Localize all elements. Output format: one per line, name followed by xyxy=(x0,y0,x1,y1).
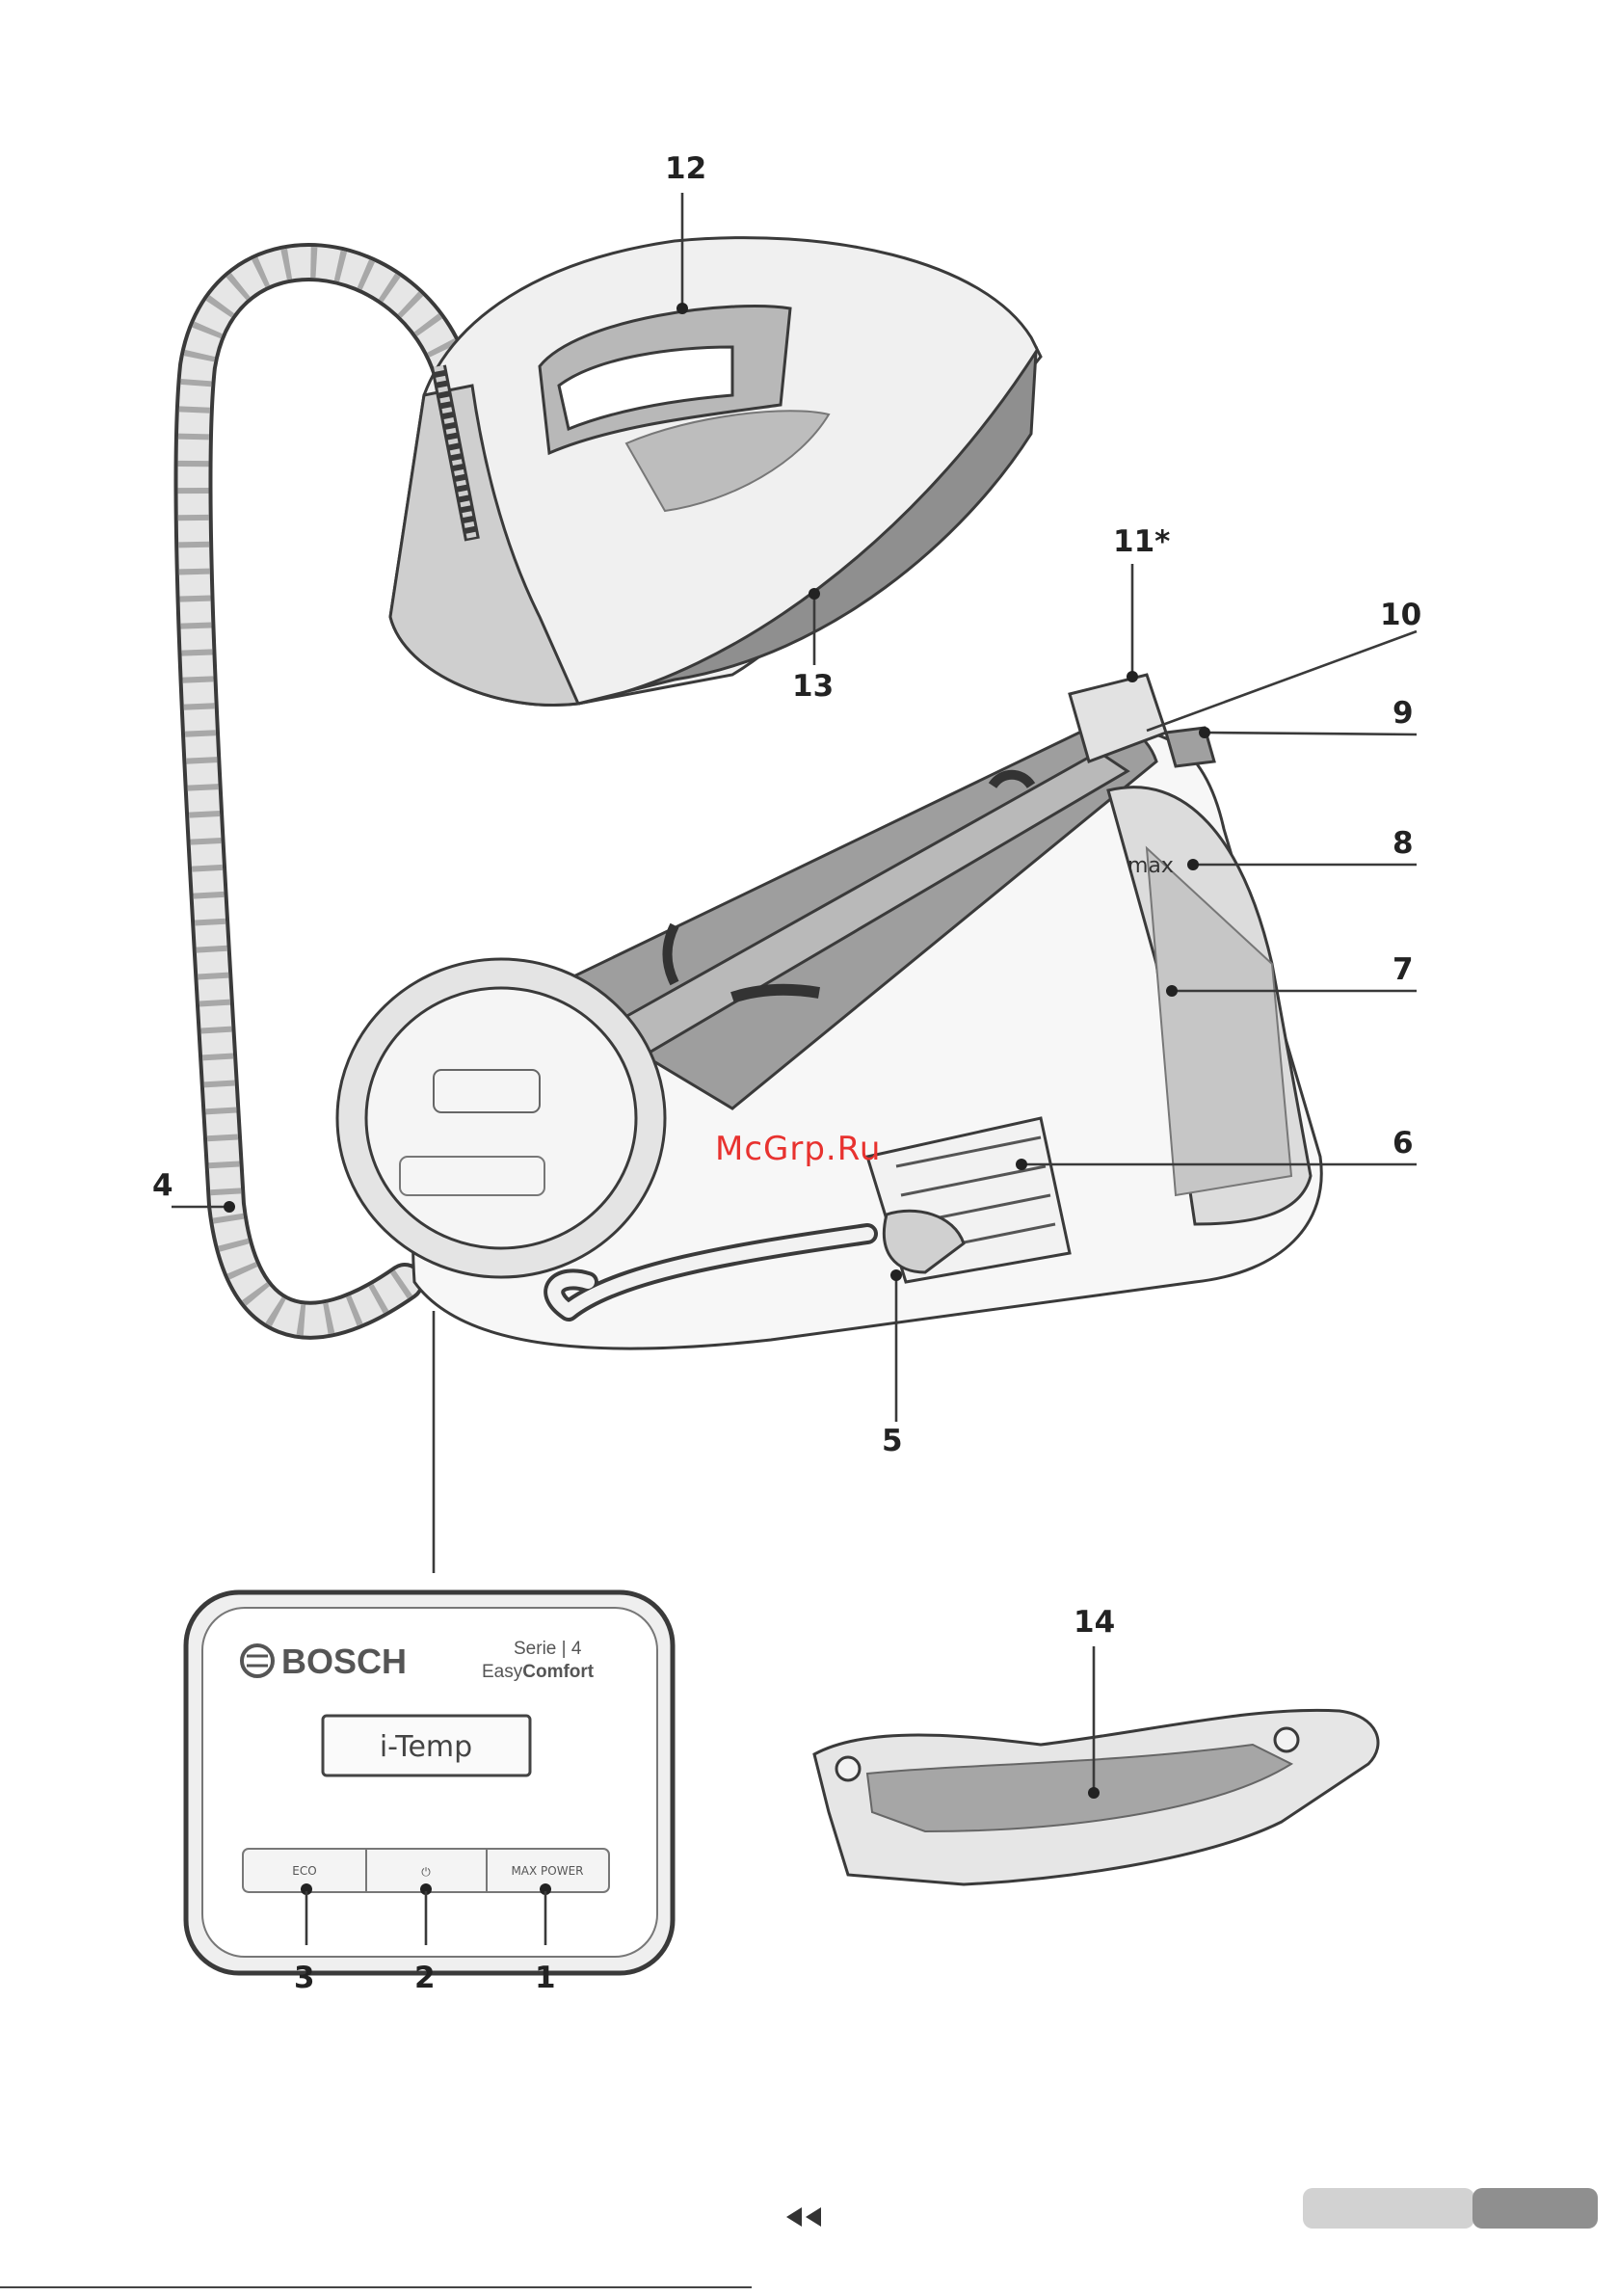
callout-label: 2 xyxy=(414,1961,436,1995)
display-text: i-Temp xyxy=(380,1730,472,1764)
max-level-mark: max xyxy=(1127,854,1174,878)
callout-label: 10 xyxy=(1380,598,1421,632)
eco-button-label: ECO xyxy=(292,1864,316,1878)
eco-button[interactable]: ECO xyxy=(292,1864,316,1878)
back-nav[interactable] xyxy=(786,2207,821,2227)
max-power-button[interactable]: MAX POWER xyxy=(511,1864,583,1878)
watermark-text: McGrp.Ru xyxy=(715,1130,881,1168)
panel-series-line1: Serie | 4 xyxy=(514,1639,582,1659)
double-left-arrow-icon[interactable] xyxy=(786,2207,821,2227)
callout-label: 5 xyxy=(882,1424,903,1458)
callout-label: 13 xyxy=(792,669,834,704)
callout-label: 14 xyxy=(1074,1605,1115,1640)
max-power-button-label: MAX POWER xyxy=(511,1864,583,1878)
callout-label: 4 xyxy=(152,1168,173,1203)
callout-label: 9 xyxy=(1393,696,1414,731)
panel-brand: BOSCH xyxy=(281,1642,407,1681)
callout-label: 12 xyxy=(665,151,706,186)
base-station xyxy=(337,675,1321,1348)
power-button[interactable]: ⏻ xyxy=(421,1865,431,1879)
page-tab-dark xyxy=(1472,2188,1598,2229)
callout-9: 9 xyxy=(1199,696,1417,738)
callout-label: 8 xyxy=(1393,826,1414,861)
callout-11: 11* xyxy=(1113,524,1170,682)
callout-label: 6 xyxy=(1393,1126,1414,1161)
panel-series-line2: EasyComfort xyxy=(482,1662,595,1682)
page-tab-light xyxy=(1303,2188,1474,2229)
control-panel: BOSCH Serie | 4 EasyComfort i-Temp ECO ⏻… xyxy=(186,1592,673,1973)
callout-10: 10 xyxy=(1147,598,1421,731)
callout-label: 11* xyxy=(1113,524,1170,559)
callout-label: 1 xyxy=(535,1961,556,1995)
callout-label: 3 xyxy=(294,1961,315,1995)
callout-label: 7 xyxy=(1393,952,1414,987)
power-icon: ⏻ xyxy=(421,1865,431,1879)
iron xyxy=(390,238,1041,706)
